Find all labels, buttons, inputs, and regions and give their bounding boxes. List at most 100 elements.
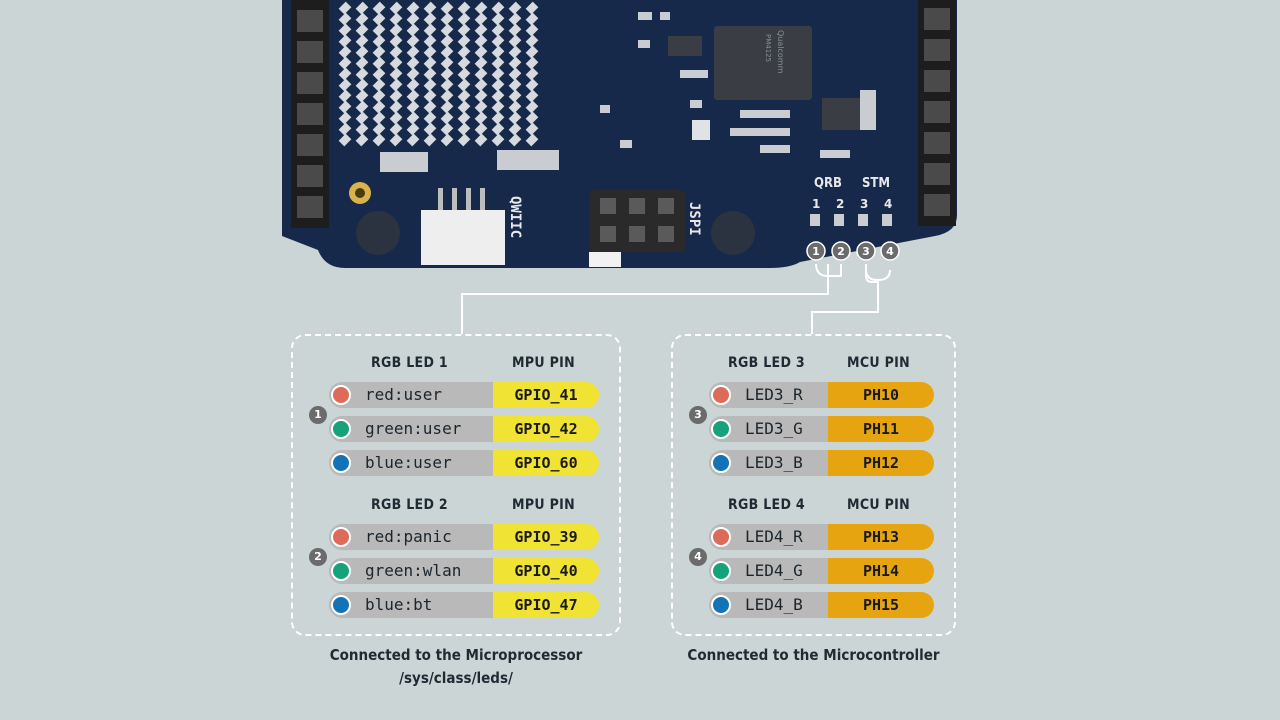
matrix-led	[389, 111, 403, 125]
matrix-led	[474, 133, 488, 147]
matrix-led	[457, 122, 471, 136]
pin-label: PH10	[828, 382, 934, 408]
matrix-led	[355, 45, 369, 59]
silk-1: 1	[812, 197, 820, 211]
matrix-led	[508, 56, 522, 70]
matrix-led	[508, 45, 522, 59]
matrix-led	[406, 34, 420, 48]
matrix-led	[423, 45, 437, 59]
group-badge-3: 3	[689, 406, 707, 424]
matrix-led	[474, 1, 488, 15]
matrix-led	[457, 34, 471, 48]
green-led-icon	[711, 419, 731, 439]
matrix-led	[525, 67, 539, 81]
matrix-led	[355, 56, 369, 70]
matrix-led	[508, 78, 522, 92]
matrix-led	[423, 67, 437, 81]
matrix-led	[338, 56, 352, 70]
matrix-led	[406, 1, 420, 15]
matrix-led	[491, 34, 505, 48]
led-matrix	[338, 1, 539, 147]
pin-label: GPIO_40	[493, 558, 599, 584]
matrix-led	[406, 67, 420, 81]
matrix-led	[389, 12, 403, 26]
matrix-led	[440, 67, 454, 81]
mpu-caption: Connected to the Microprocessor	[329, 646, 583, 664]
group-badge-2: 2	[309, 548, 327, 566]
led-name: blue:bt	[365, 595, 433, 614]
led-name: LED4_B	[745, 595, 803, 614]
matrix-led	[457, 78, 471, 92]
pin-label: GPIO_60	[493, 450, 599, 476]
matrix-led	[389, 89, 403, 103]
matrix-led	[525, 89, 539, 103]
mcu-caption: Connected to the Microcontroller	[687, 646, 940, 664]
pin-label: GPIO_41	[493, 382, 599, 408]
pin-label: PH15	[828, 592, 934, 618]
matrix-led	[474, 111, 488, 125]
blue-led-icon	[711, 595, 731, 615]
matrix-led	[355, 111, 369, 125]
matrix-led	[491, 1, 505, 15]
matrix-led	[389, 1, 403, 15]
matrix-led	[491, 45, 505, 59]
matrix-led	[355, 1, 369, 15]
matrix-led	[474, 67, 488, 81]
pin-label: PH11	[828, 416, 934, 442]
matrix-led	[372, 12, 386, 26]
matrix-led	[338, 78, 352, 92]
matrix-led	[355, 133, 369, 147]
matrix-led	[389, 133, 403, 147]
matrix-led	[508, 122, 522, 136]
matrix-led	[355, 23, 369, 37]
matrix-led	[440, 111, 454, 125]
matrix-led	[457, 1, 471, 15]
matrix-led	[423, 133, 437, 147]
matrix-led	[491, 78, 505, 92]
matrix-led	[508, 89, 522, 103]
matrix-led	[423, 12, 437, 26]
matrix-led	[338, 23, 352, 37]
matrix-led	[372, 45, 386, 59]
matrix-led	[423, 111, 437, 125]
mounting-hole-right	[711, 211, 755, 255]
matrix-led	[440, 45, 454, 59]
badge-led-1: 1	[812, 245, 820, 258]
matrix-led	[423, 122, 437, 136]
green-led-icon	[331, 561, 351, 581]
matrix-led	[491, 111, 505, 125]
rgb-led-2-header: RGB LED 2	[371, 497, 448, 513]
led-name: blue:user	[365, 453, 452, 472]
qwiic-connector	[421, 210, 505, 265]
matrix-led	[406, 122, 420, 136]
matrix-led	[372, 23, 386, 37]
matrix-led	[525, 100, 539, 114]
matrix-led	[389, 23, 403, 37]
matrix-led	[491, 89, 505, 103]
led-name: LED4_R	[745, 527, 803, 546]
matrix-led	[355, 78, 369, 92]
stm-label: STM	[862, 176, 890, 191]
matrix-led	[474, 12, 488, 26]
matrix-led	[372, 111, 386, 125]
matrix-led	[491, 56, 505, 70]
matrix-led	[525, 133, 539, 147]
mounting-hole-left	[356, 211, 400, 255]
led-badges	[806, 241, 900, 261]
mcu-led-panel: RGB LED 3 MCU PIN 3 LED3_R PH10 LED3_G P…	[671, 334, 956, 636]
pin-label: PH12	[828, 450, 934, 476]
matrix-led	[474, 89, 488, 103]
matrix-led	[372, 89, 386, 103]
mpu-pin-header-2: MPU PIN	[512, 497, 575, 513]
matrix-led	[406, 78, 420, 92]
matrix-led	[423, 89, 437, 103]
matrix-led	[474, 34, 488, 48]
matrix-led	[423, 34, 437, 48]
matrix-led	[491, 67, 505, 81]
matrix-led	[372, 1, 386, 15]
matrix-led	[389, 78, 403, 92]
matrix-led	[474, 122, 488, 136]
matrix-led	[423, 23, 437, 37]
matrix-led	[372, 34, 386, 48]
